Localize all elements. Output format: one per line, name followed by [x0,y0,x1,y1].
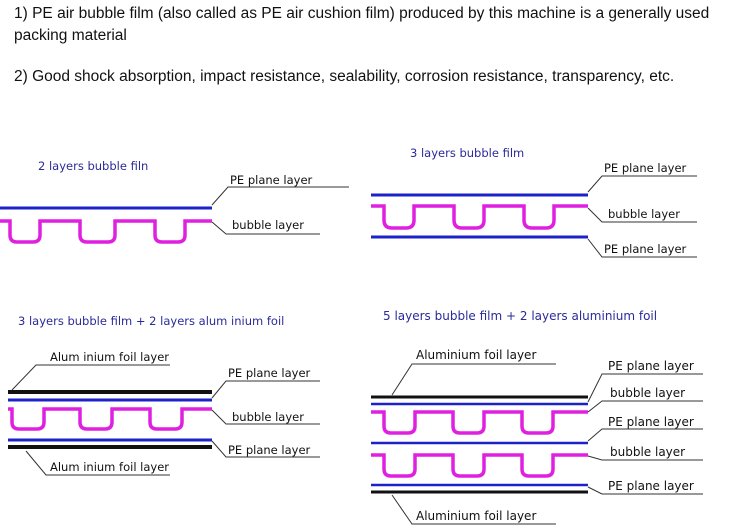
d3-bubble-label: bubble layer [232,410,304,424]
d2-bubble-leader [587,207,697,223]
d3-al-top-leader [11,364,170,391]
d4-al-top-label: Aluminium foil layer [416,348,536,362]
d3-pe-bottom-label: PE plane layer [228,443,311,457]
d1-pe-leader [211,186,349,206]
d4-al-bottom-leader [391,494,556,525]
d4-pe2-label: PE plane layer [608,415,694,429]
d4-bubble2-leader [587,455,703,461]
d4-al-top-leader [391,363,556,396]
diagram-2-layers: 2 layers bubble filn PE plane layer bubb… [0,159,349,244]
diagram-2-title: 3 layers bubble film [410,146,524,160]
diagram-4-title: 5 layers bubble film + 2 layers aluminiu… [383,309,657,323]
d4-bubble-layer-2 [371,453,588,478]
d1-bubble-layer [0,219,212,244]
d4-bubble-layer-1 [371,410,588,435]
d4-bubble1-label: bubble layer [610,386,685,400]
d2-bubble-layer [371,204,588,230]
d4-pe1-leader [587,373,703,403]
d3-pe-top-leader [211,380,320,399]
d4-pe1-label: PE plane layer [608,359,694,373]
d2-pe-top-label: PE plane layer [604,161,687,175]
d3-al-bottom-leader [25,450,170,476]
d2-pe-bottom-leader [587,238,697,258]
diagram-3-layers-aluminium: 3 layers bubble film + 2 layers alum ini… [8,314,320,476]
d2-pe-top-leader [587,175,697,193]
diagram-5-layers-aluminium: 5 layers bubble film + 2 layers aluminiu… [371,309,703,525]
d4-al-bottom-label: Aluminium foil layer [416,509,536,523]
diagram-3-layers: 3 layers bubble film PE plane layer bubb… [371,146,697,258]
d4-pe3-leader [587,486,703,495]
d4-pe2-leader [587,428,703,442]
d2-pe-bottom-label: PE plane layer [604,242,687,256]
description-paragraph-1: 1) PE air bubble film (also called as PE… [14,5,710,44]
d4-bubble1-leader [587,400,703,413]
d4-bubble2-label: bubble layer [610,445,685,459]
d1-bubble-leader [211,221,320,235]
diagram-1-title: 2 layers bubble filn [38,159,148,173]
d1-pe-label: PE plane layer [230,173,313,187]
d2-bubble-label: bubble layer [608,207,680,221]
description-paragraph-2: 2) Good shock absorption, impact resista… [14,68,675,85]
d3-bubble-leader [211,409,320,425]
diagram-3-title: 3 layers bubble film + 2 layers alum ini… [18,314,284,328]
d3-al-top-label: Alum inium foil layer [50,350,169,364]
d3-pe-top-label: PE plane layer [228,366,311,380]
d1-bubble-label: bubble layer [232,218,304,232]
d3-pe-bottom-leader [211,440,320,458]
d3-al-bottom-label: Alum inium foil layer [50,460,169,474]
d4-pe3-label: PE plane layer [608,479,694,493]
d3-bubble-layer [8,407,212,431]
